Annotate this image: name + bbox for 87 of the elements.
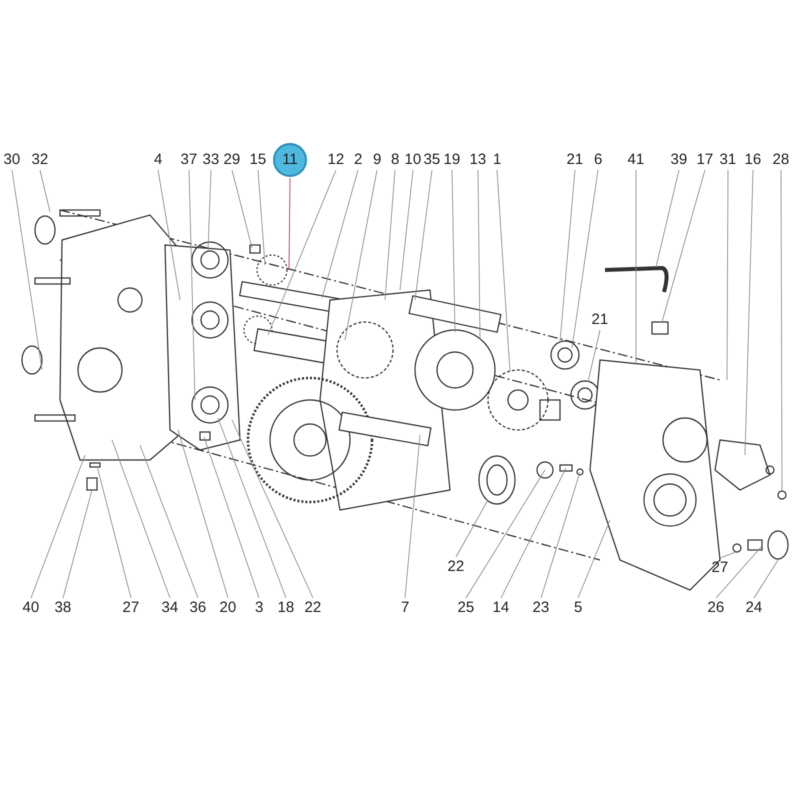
- leader-line: [662, 170, 706, 322]
- leader-line: [400, 170, 414, 290]
- callout-number: 25: [456, 599, 476, 617]
- callout-number: 2: [353, 151, 364, 169]
- callout-number: 3: [254, 599, 264, 617]
- leader-line: [500, 468, 566, 598]
- leader-line: [30, 454, 86, 598]
- leader-line: [140, 444, 198, 598]
- callout-number: 35: [422, 151, 442, 169]
- leader-line: [158, 170, 180, 300]
- callout-number: 4: [153, 151, 164, 169]
- callout-number: 19: [442, 151, 462, 169]
- callout-number: 11: [273, 143, 307, 177]
- callout-number: 38: [54, 599, 72, 617]
- leader-line: [780, 170, 782, 490]
- leader-line: [268, 170, 336, 336]
- leader-line: [744, 170, 754, 456]
- callout-number: 40: [22, 599, 40, 617]
- leader-line: [478, 170, 480, 340]
- callout-number: 12: [326, 151, 346, 169]
- callout-number: 9: [372, 151, 382, 169]
- leader-line: [218, 418, 286, 598]
- leader-line: [232, 170, 252, 248]
- callout-number: 22: [304, 599, 322, 617]
- callout-number: 31: [718, 151, 738, 169]
- leader-line: [720, 552, 736, 558]
- leader-line: [716, 546, 762, 598]
- callout-number: 6: [593, 151, 604, 169]
- callout-number: 10: [404, 151, 422, 169]
- callout-number: 28: [772, 151, 790, 169]
- callout-number: 41: [626, 151, 646, 169]
- leader-line: [62, 490, 92, 598]
- callout-number: 14: [492, 599, 510, 617]
- callout-number: 32: [30, 151, 50, 169]
- leader-line: [452, 170, 456, 332]
- leader-line: [588, 330, 600, 382]
- leader-line: [496, 170, 510, 372]
- leader-line: [572, 170, 598, 348]
- callout-number: 5: [573, 599, 584, 617]
- callout-number: 27: [710, 559, 730, 577]
- leader-line: [726, 170, 728, 380]
- leader-line: [754, 560, 778, 598]
- callout-number: 16: [744, 151, 762, 169]
- leader-line: [456, 500, 488, 558]
- callout-number: 33: [202, 151, 220, 169]
- callout-number: 30: [2, 151, 22, 169]
- callout-number: 34: [160, 599, 180, 617]
- leader-line: [288, 178, 290, 270]
- callout-number: 15: [248, 151, 268, 169]
- callout-number: 27: [122, 599, 140, 617]
- leader-line: [404, 434, 420, 598]
- callout-number: 37: [180, 151, 198, 169]
- leader-line: [232, 420, 314, 598]
- callout-number: 17: [696, 151, 714, 169]
- leader-line: [322, 170, 358, 298]
- callout-number: 36: [188, 599, 208, 617]
- leader-line: [540, 472, 580, 598]
- callout-number: 29: [222, 151, 242, 169]
- leader-line: [40, 170, 50, 212]
- callout-number: 21: [590, 311, 610, 329]
- callout-number: 24: [744, 599, 764, 617]
- leader-line: [178, 430, 228, 598]
- callout-number: 21: [566, 151, 584, 169]
- callout-number: 22: [446, 558, 466, 576]
- leader-line: [560, 170, 576, 342]
- callout-number: 18: [276, 599, 296, 617]
- leader-line: [414, 170, 432, 300]
- leader-line: [188, 170, 196, 400]
- callout-number: 13: [468, 151, 488, 169]
- leader-line: [96, 466, 132, 598]
- callout-number: 26: [706, 599, 726, 617]
- leader-line: [208, 170, 212, 250]
- callout-number: 23: [532, 599, 550, 617]
- leader-line: [204, 436, 260, 598]
- leader-line: [12, 170, 42, 370]
- leader-line: [258, 170, 266, 266]
- callout-number: 20: [218, 599, 238, 617]
- leader-line: [344, 170, 378, 340]
- callout-number: 39: [670, 151, 688, 169]
- leader-line: [656, 170, 680, 268]
- callout-number: 8: [390, 151, 400, 169]
- callout-number: 1: [492, 151, 502, 169]
- leader-line: [466, 470, 546, 598]
- leader-line: [384, 170, 396, 300]
- leader-line: [578, 520, 610, 598]
- leader-line: [112, 440, 170, 598]
- callout-number: 7: [400, 599, 410, 617]
